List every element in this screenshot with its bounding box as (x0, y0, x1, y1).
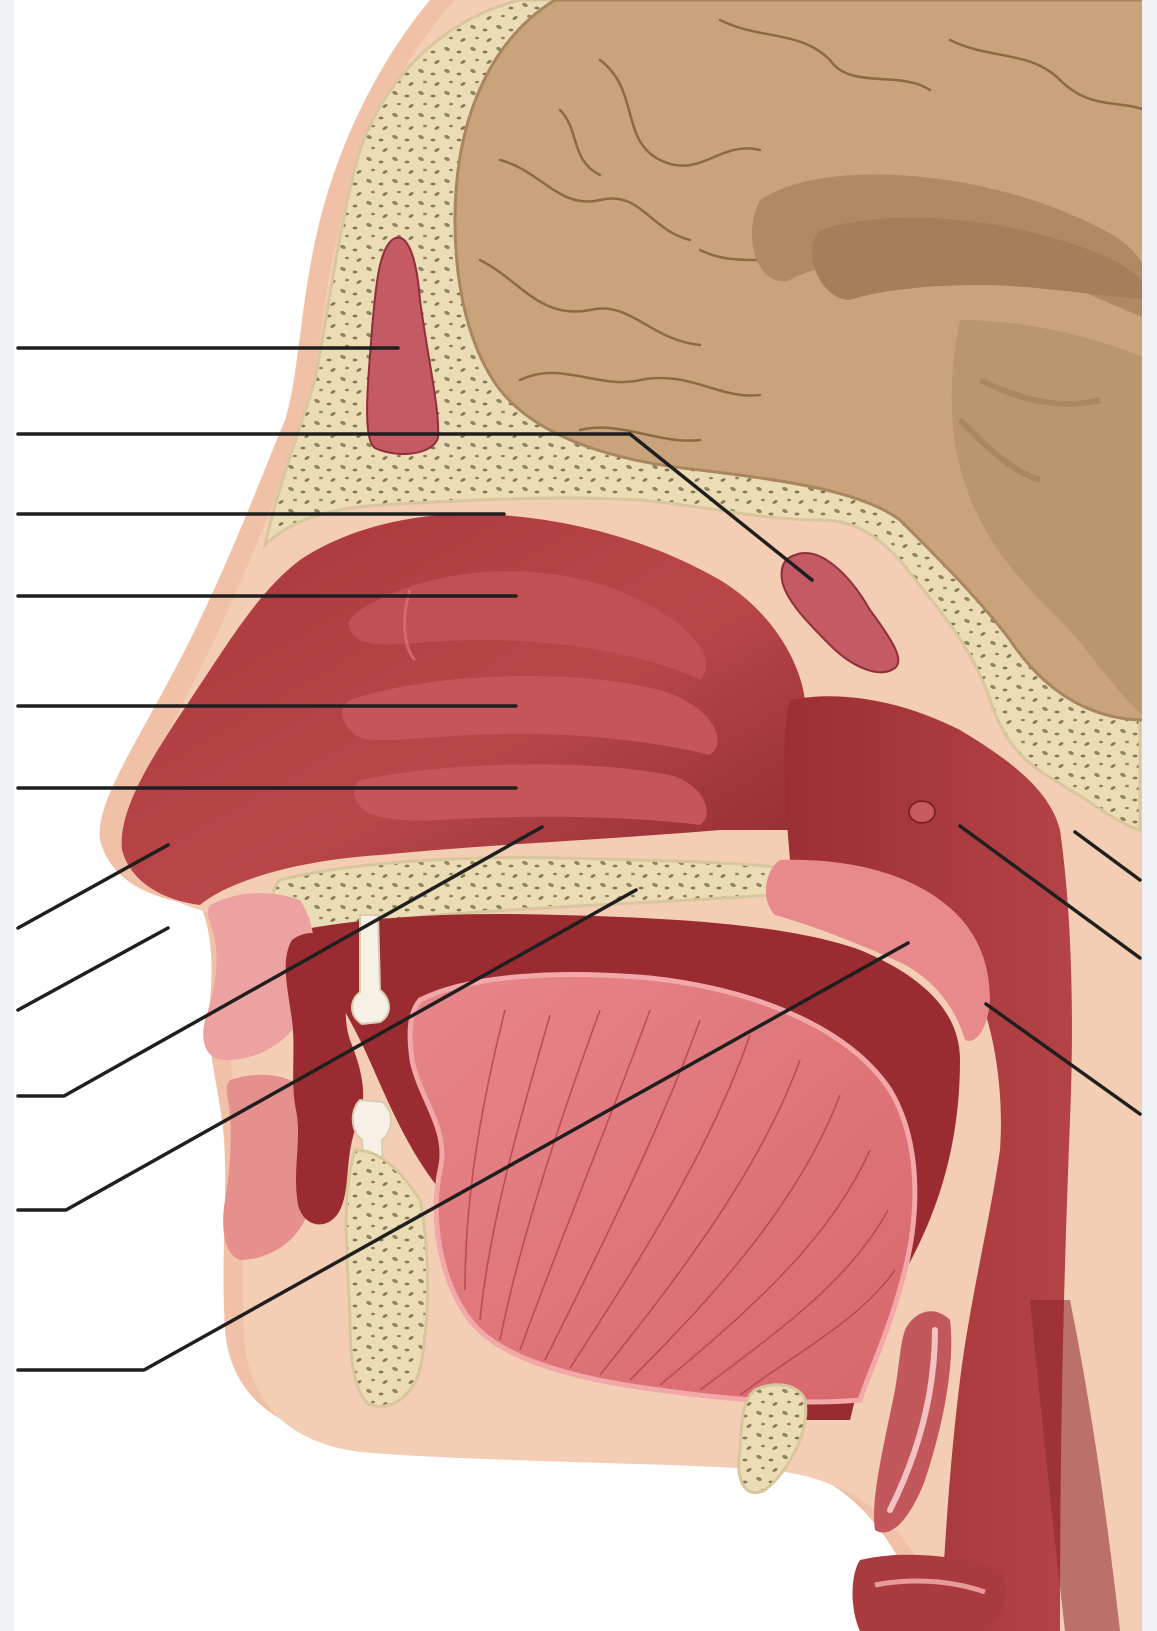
tongue (410, 974, 915, 1401)
eustachian-tube-opening (909, 801, 935, 823)
